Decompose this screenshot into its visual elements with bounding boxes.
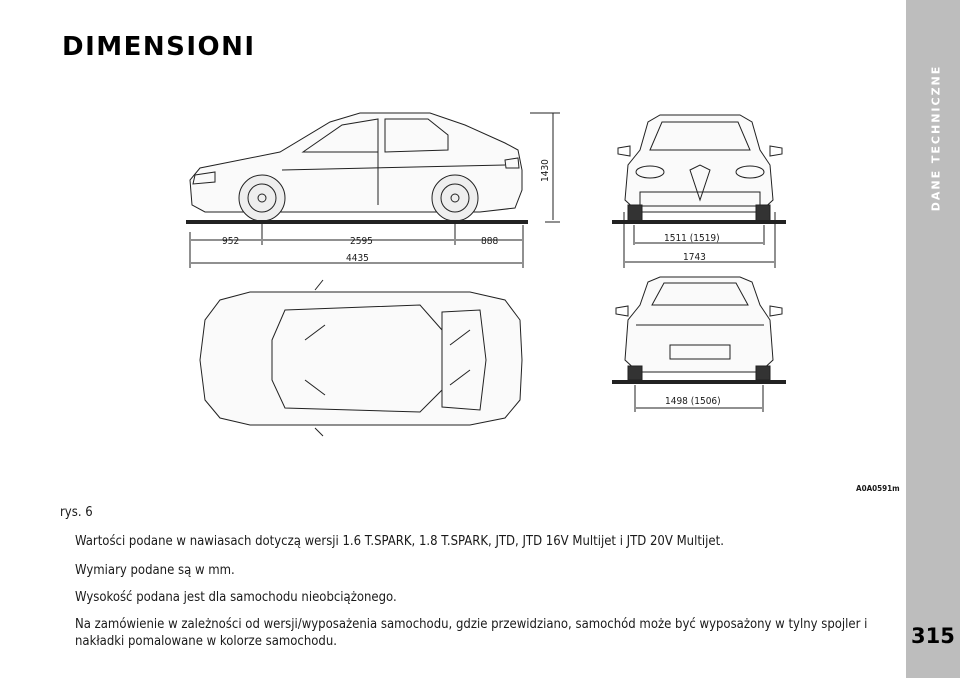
car-rear-view [615,276,783,381]
dim-rear-overhang: 888 [481,236,498,247]
dim-rear-track: 1498 (1506) [665,396,721,407]
dim-front-track: 1511 (1519) [664,233,720,244]
note-paragraph: Wysokość podana jest dla samochodu nieob… [75,590,397,605]
note-paragraph: Wymiary podane są w mm. [75,563,235,578]
dim-length: 4435 [346,253,369,264]
note-paragraph: Wartości podane w nawiasach dotyczą wers… [75,534,724,549]
section-sidebar [906,0,960,678]
page-title: DIMENSIONI [62,32,256,62]
car-top-view [199,279,523,437]
dim-wheelbase: 2595 [350,236,373,247]
dim-front-overhang: 952 [222,236,239,247]
section-label: DANE TECHNICZNE [929,64,943,212]
figure-caption: rys. 6 [60,505,93,520]
dimension-drawing: 952 2595 888 4435 1430 1511 (1519) 1743 … [186,112,786,437]
dim-height: 1430 [540,159,551,182]
dim-width: 1743 [683,252,706,263]
note-paragraph: Na zamówienie w zależności od wersji/wyp… [75,617,868,649]
car-front-view [617,114,783,222]
figure-code: A0A0591m [856,484,900,493]
car-side-view [189,112,523,222]
page-number: 315 [911,624,955,648]
